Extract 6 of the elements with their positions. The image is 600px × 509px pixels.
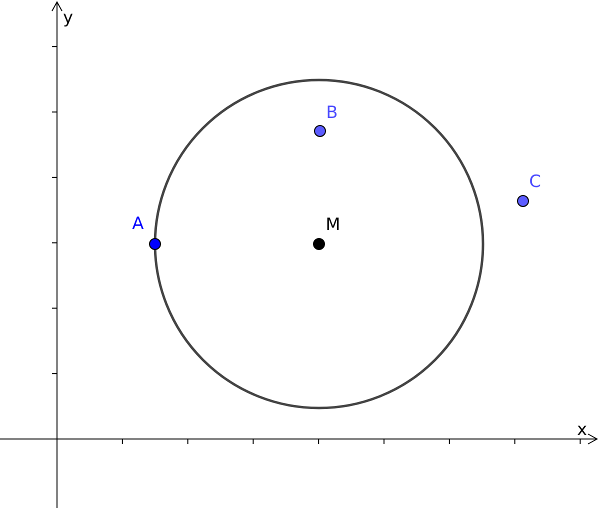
point-label: A (132, 214, 144, 234)
point-label: M (326, 215, 340, 235)
point-label: B (326, 103, 338, 123)
axis-label: y (62, 8, 74, 28)
axis-label: x (576, 420, 588, 440)
point-label: C (529, 172, 541, 192)
